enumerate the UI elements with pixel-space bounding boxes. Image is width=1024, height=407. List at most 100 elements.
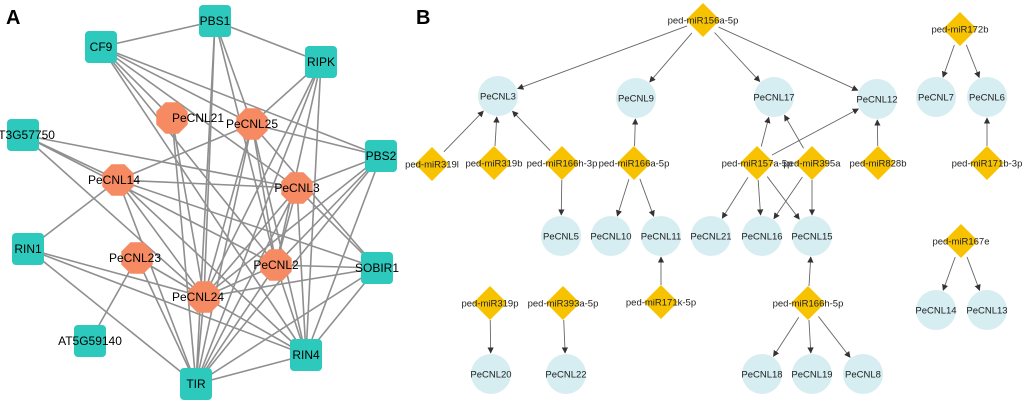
node-pecnl3: PeCNL3	[478, 76, 518, 116]
protein-node-shape	[85, 31, 117, 63]
edge-cf9-pbs2	[100, 46, 382, 157]
gene-node-shape	[471, 354, 511, 394]
node-pecnl13: PeCNL13	[966, 290, 1008, 330]
node-rin4: RIN4	[290, 339, 322, 371]
mirna-node-label: ped-miR166h-3p	[527, 159, 598, 170]
node-pecnl7: PeCNL7	[916, 77, 956, 117]
gene-node-shape	[616, 78, 656, 118]
node-ped-mir828b: ped-miR828b	[849, 146, 907, 180]
edge-pecnl21-pecnl24	[171, 117, 205, 298]
mirna-node-shape	[415, 147, 449, 181]
edge-pecnl25-tir	[195, 123, 253, 385]
gene-node-shape	[967, 77, 1007, 117]
gene-node-label: PeCNL13	[966, 306, 1007, 317]
gene-node-label: PeCNL14	[915, 306, 956, 317]
mirna-node-label: ped-miR319b	[465, 159, 522, 170]
node-pecnl24: PeCNL24	[172, 281, 224, 313]
edge-m172b-g7	[941, 44, 955, 78]
node-pecnl10: PeCNL10	[590, 216, 632, 256]
edge-pecnl25-pecnl24	[203, 123, 253, 298]
edge-ripk-tir	[195, 61, 322, 385]
mirna-node-shape	[644, 285, 678, 319]
node-sobir1: SOBIR1	[355, 252, 399, 284]
edge-pecnl3-pecnl24	[203, 187, 298, 298]
gene-node-shape	[478, 76, 518, 116]
edge-pecnl14-rin4	[117, 179, 307, 356]
node-pbs1: PBS1	[199, 5, 231, 37]
mirna-node-shape	[740, 146, 774, 180]
node-pecnl3: PeCNL3	[274, 172, 320, 204]
gene-node-shape	[916, 290, 956, 330]
protein-node-label: PBS1	[200, 14, 231, 28]
protein-node-shape	[7, 119, 39, 151]
mirna-node-label: ped-miR171b-3p	[952, 159, 1023, 170]
mirna-node-shape	[473, 286, 507, 320]
cnl-node-shape	[102, 164, 134, 196]
edge-pecnl25-rin4	[251, 123, 307, 356]
edge-m395a-g17	[784, 114, 804, 149]
edge-pecnl2-sobir1	[275, 264, 378, 269]
node-pecnl19: PeCNL19	[791, 354, 833, 394]
mirna-node-label: ped-miR319p	[461, 299, 518, 310]
mirna-node-label: ped-miR393a-5p	[528, 299, 599, 310]
gene-node-shape	[541, 216, 581, 256]
panel-a-network: A PBS1CF9RIPKAT3G57750PBS2RIN1SOBIR1AT5G…	[0, 5, 399, 400]
gene-node-label: PeCNL5	[543, 232, 579, 243]
edge-pecnl25-sobir1	[251, 123, 378, 269]
cnl-node-shape	[281, 172, 313, 204]
edge-pbs1-pecnl2	[214, 20, 277, 266]
node-pecnl21: PeCNL21	[690, 216, 732, 256]
node-pecnl11: PeCNL11	[641, 216, 681, 256]
edge-ripk-rin4	[305, 61, 322, 356]
protein-node-label: PBS2	[366, 149, 397, 163]
edge-sobir1-tir	[195, 267, 378, 385]
node-ped-mir166h-3p: ped-miR166h-3p	[527, 146, 598, 180]
mirna-node-shape	[795, 146, 829, 180]
mirna-node-label: ped-miR167e	[932, 237, 989, 248]
gene-node-label: PeCNL12	[856, 95, 897, 106]
edge-pbs1-pecnl25	[214, 20, 253, 125]
node-rin1: RIN1	[12, 233, 44, 265]
node-pecnl18: PeCNL18	[741, 354, 783, 394]
protein-node-label: RIN1	[14, 242, 42, 256]
edge-cf9-pecnl3	[100, 46, 298, 189]
cnl-node-shape	[236, 108, 268, 140]
node-pecnl25: PeCNL25	[226, 108, 278, 140]
gene-node-shape	[967, 290, 1007, 330]
mirna-node-shape	[546, 286, 580, 320]
mirna-node-shape	[970, 146, 1004, 180]
edge-m393a-g22	[561, 319, 569, 354]
edge-m166h5-g8	[818, 316, 851, 358]
node-pecnl2: PeCNL2	[253, 249, 299, 281]
gene-node-label: PeCNL19	[791, 370, 832, 381]
cnl-node-shape	[121, 242, 153, 274]
gene-node-label: PeCNL10	[590, 232, 631, 243]
gene-node-shape	[641, 216, 681, 256]
node-ped-mir156a-5p: ped-miR156a-5p	[668, 3, 738, 37]
node-pecnl17: PeCNL17	[753, 77, 795, 117]
edge-m157a-g21	[721, 177, 749, 219]
gene-node-shape	[792, 216, 832, 256]
cnl-node-label: PeCNL25	[226, 117, 278, 131]
edge-tir-rin4	[195, 354, 307, 385]
node-ped-mir167e: ped-miR167e	[932, 224, 990, 258]
protein-node-label: TIR	[186, 377, 206, 391]
edge-ripk-pecnl2	[275, 61, 322, 266]
mirna-node-shape	[477, 146, 511, 180]
protein-node-shape	[290, 339, 322, 371]
mirna-node-shape	[686, 3, 720, 37]
node-pecnl9: PeCNL9	[616, 78, 656, 118]
gene-node-label: PeCNL20	[470, 370, 511, 381]
edge-cf9-pecnl2	[100, 46, 277, 266]
edge-m156a-g9	[649, 32, 693, 83]
protein-node-shape	[361, 252, 393, 284]
mirna-node-label: ped-miR166h-5p	[773, 299, 844, 310]
edge-m167e-g13	[966, 256, 981, 291]
node-ped-mir172b: ped-miR172b	[931, 12, 989, 46]
cnl-node-label: PeCNL24	[172, 290, 224, 304]
node-ped-mir171b-3p: ped-miR171b-3p	[952, 146, 1023, 180]
edge-m167e-g14	[942, 256, 956, 291]
gene-node-shape	[546, 354, 586, 394]
cnl-node-label: PeCNL14	[88, 173, 140, 187]
mirna-node-label: ped-miR166a-5p	[599, 159, 670, 170]
